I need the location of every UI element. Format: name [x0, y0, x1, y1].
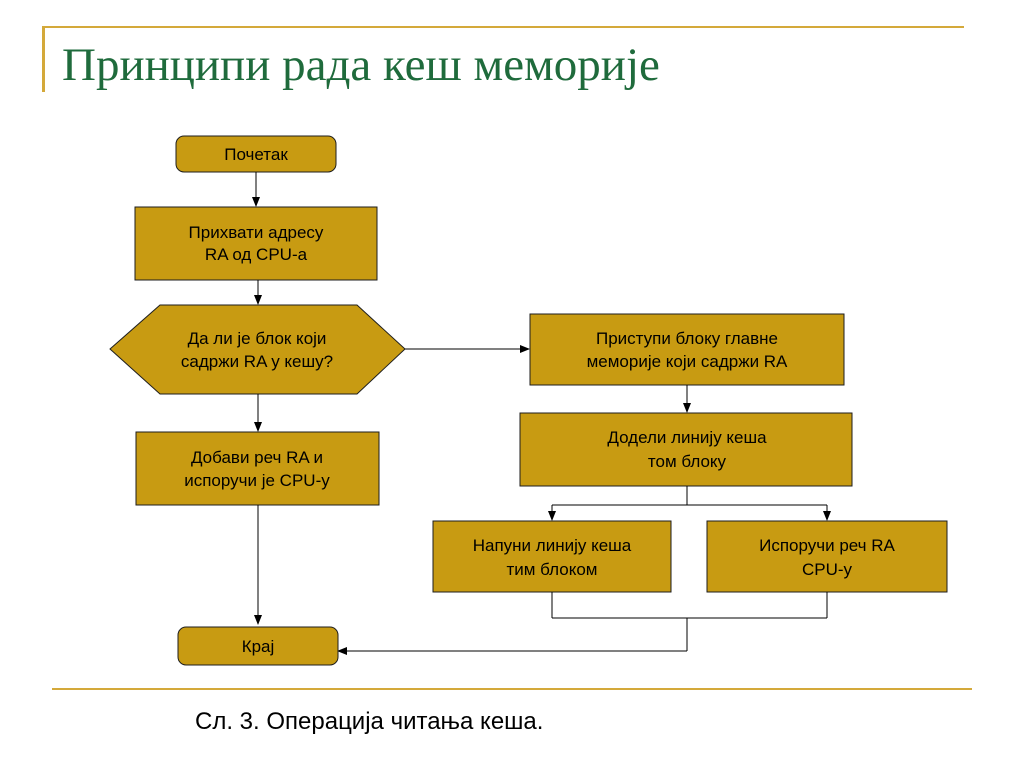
assign-label-line2: том блоку — [648, 452, 727, 471]
fill-label-line2: тим блоком — [506, 560, 597, 579]
deliver-label-line1: Испоручи реч RA — [759, 536, 895, 555]
fill-line-node: Напуни линију кеша тим блоком — [432, 520, 672, 593]
start-label: Почетак — [224, 145, 288, 164]
start-node: Почетак — [175, 135, 337, 173]
slide-title: Принципи рада кеш меморије — [62, 39, 660, 91]
accept-address-node: Прихвати адресу RA од CPU-a — [134, 206, 378, 281]
figure-caption: Сл. 3. Операција читања кеша. — [195, 708, 544, 735]
end-label: Крај — [242, 637, 275, 656]
accept-label-line1: Прихвати адресу — [189, 223, 324, 242]
deliver-label-line2: CPU-у — [802, 560, 853, 579]
title-accent-vertical — [42, 26, 45, 92]
assign-line-node: Додели линију кеша том блоку — [519, 412, 853, 487]
accept-label-line2: RA од CPU-a — [205, 245, 308, 264]
assign-label-line1: Додели линију кеша — [607, 428, 767, 447]
fill-label-line1: Напуни линију кеша — [473, 536, 632, 555]
footer-rule — [52, 688, 972, 690]
access-memory-node: Приступи блоку главне меморије који садр… — [529, 313, 845, 386]
decision-node: Да ли је блок који садржи RA у кешу? — [109, 304, 406, 395]
get-word-label-line2: испоручи је CPU-у — [184, 471, 330, 490]
title-accent-horizontal — [42, 26, 964, 28]
decision-label-line2: садржи RA у кешу? — [181, 352, 333, 371]
access-label-line2: меморије који садржи RA — [587, 352, 788, 371]
get-word-node: Добави реч RA и испоручи је CPU-у — [135, 431, 380, 506]
deliver-word-node: Испоручи реч RA CPU-у — [706, 520, 948, 593]
end-node: Крај — [177, 626, 339, 666]
access-label-line1: Приступи блоку главне — [596, 329, 778, 348]
decision-label-line1: Да ли је блок који — [188, 329, 327, 348]
get-word-label-line1: Добави реч RA и — [191, 448, 323, 467]
